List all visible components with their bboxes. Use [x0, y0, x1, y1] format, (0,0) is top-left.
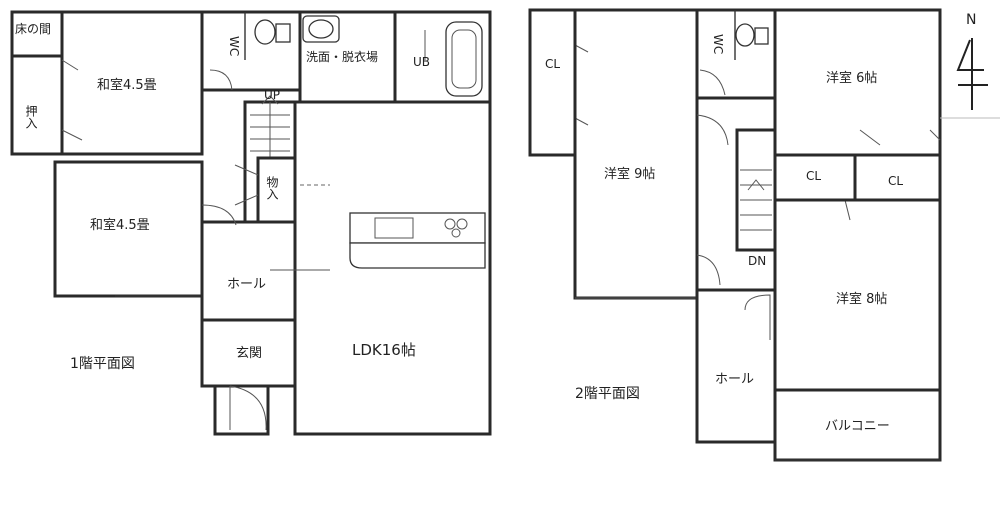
- hall-2f: [695, 288, 777, 444]
- hall-label-1f: ホール: [227, 277, 266, 292]
- floor2-title: 2階平面図: [575, 386, 640, 402]
- oshiire-label: 押入: [24, 105, 38, 129]
- wc-label-2f: WC: [711, 34, 725, 54]
- compass-north-label: N: [966, 12, 976, 28]
- washitsu-top-label: 和室4.5畳: [97, 77, 157, 93]
- up-label: UP: [264, 88, 280, 102]
- ldk-room: [293, 100, 492, 436]
- toilet-icon-2f: [735, 23, 755, 47]
- ub-label: UB: [413, 55, 430, 69]
- genkan-label: 玄関: [236, 346, 262, 361]
- hall-label-2f: ホール: [715, 372, 754, 387]
- youshitsu8-label: 洋室 8帖: [836, 291, 887, 307]
- senmen-label: 洗面・脱衣場: [306, 49, 378, 64]
- kitchen-counter-icon: [349, 212, 486, 244]
- north-arrow-icon: [956, 39, 984, 71]
- toilet-tank-icon-2f: [754, 27, 769, 45]
- youshitsu9-room: [573, 8, 699, 300]
- toilet-icon: [254, 19, 276, 45]
- bathtub-icon: [445, 21, 483, 97]
- toilet-tank-icon: [275, 23, 291, 43]
- cl-left-label: CL: [545, 57, 560, 71]
- tokonoma-label: 床の間: [15, 22, 51, 36]
- floor2-plan: CL WC 洋室 6帖 洋室 9帖 CL CL DN 洋室 8帖 ホール バルコ…: [528, 8, 942, 462]
- wc-room-2f: [695, 8, 777, 100]
- monoire-label: 物入: [265, 176, 279, 200]
- cl-mid-label: CL: [806, 169, 821, 183]
- entrance-porch: [213, 384, 270, 436]
- cl-right-label: CL: [888, 174, 903, 188]
- floor1-title: 1階平面図: [70, 356, 135, 372]
- washitsu-bottom-label: 和室4.5畳: [90, 217, 150, 233]
- youshitsu9-label: 洋室 9帖: [604, 166, 655, 182]
- ldk-label: LDK16帖: [352, 341, 416, 359]
- compass: N: [940, 12, 1000, 119]
- balcony-label: バルコニー: [825, 419, 890, 434]
- stairs-2f: [735, 128, 777, 252]
- youshitsu6-label: 洋室 6帖: [826, 70, 877, 86]
- wc-label-1f: WC: [227, 36, 241, 56]
- kitchen-island-icon: [349, 242, 486, 269]
- dn-label: DN: [748, 254, 766, 268]
- floor1-plan: 床の間 押入 和室4.5畳 和室4.5畳 WC 洗面・脱衣場 UB UP 物入 …: [10, 10, 492, 436]
- cl-left-room: [528, 8, 577, 157]
- hall-1f: [200, 220, 297, 322]
